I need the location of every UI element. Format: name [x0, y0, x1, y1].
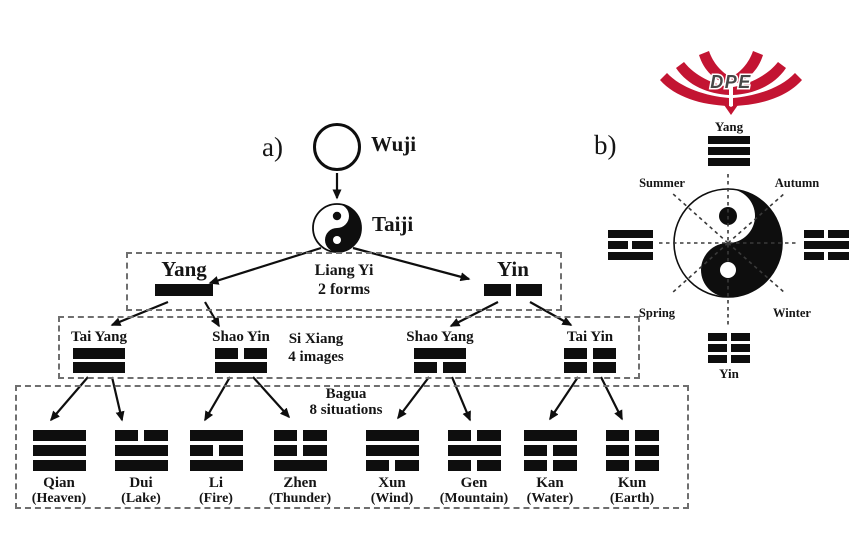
taiji-symbol-a	[312, 203, 362, 253]
dui-name: Dui	[129, 475, 153, 491]
node-yin-label: Yin	[497, 257, 529, 281]
yin-line-symbol	[484, 284, 542, 296]
tai-yang-digram	[73, 348, 125, 373]
open-book-icon	[660, 51, 802, 115]
shao-yin-digram	[215, 348, 267, 373]
node-tai-yang: Tai Yang	[54, 329, 144, 376]
liang-yi-title: Liang Yi 2 forms	[315, 261, 374, 299]
season-winter: Winter	[773, 306, 811, 320]
xun-trigram	[365, 430, 419, 471]
si-xiang-title-line1: Si Xiang	[288, 331, 344, 347]
bagua-title: Bagua 8 situations	[310, 386, 383, 418]
tai-yin-digram	[564, 348, 616, 373]
node-tai-yin: Tai Yin	[545, 329, 635, 376]
season-guide-lines	[659, 174, 799, 328]
node-kun: Kun (Earth)	[582, 428, 682, 507]
node-shao-yin-label: Shao Yin	[212, 329, 270, 345]
season-summer: Summer	[639, 176, 685, 190]
node-b-left	[600, 228, 660, 263]
liang-yi-title-line2: 2 forms	[318, 281, 370, 298]
node-shao-yin: Shao Yin	[196, 329, 286, 376]
node-shao-yang: Shao Yang	[392, 329, 488, 376]
node-shao-yang-label: Shao Yang	[406, 329, 474, 345]
yang-line-symbol	[155, 284, 213, 296]
li-nature: (Fire)	[199, 491, 233, 506]
season-autumn: Autumn	[774, 176, 820, 190]
b-yin-label: Yin	[719, 366, 739, 381]
kan-trigram	[523, 430, 577, 471]
node-zhen: Zhen (Thunder)	[245, 428, 355, 507]
logo-text: DPE	[710, 72, 752, 92]
node-gen: Gen (Mountain)	[419, 428, 529, 507]
zhen-name: Zhen	[283, 475, 317, 491]
bagua-title-line1: Bagua	[325, 386, 367, 402]
kun-nature: (Earth)	[609, 491, 655, 506]
node-kan: Kan (Water)	[500, 428, 600, 507]
taiji-label: Taiji	[372, 212, 414, 236]
node-b-yang: Yang	[699, 119, 759, 169]
node-dui: Dui (Lake)	[91, 428, 191, 507]
kan-name: Kan	[536, 475, 564, 491]
wuji-circle	[313, 123, 361, 171]
zhen-nature: (Thunder)	[268, 491, 332, 506]
bagua-box	[15, 385, 689, 509]
panel-a-label: a)	[262, 132, 283, 162]
node-qian: Qian (Heaven)	[9, 428, 109, 507]
qian-trigram	[32, 430, 86, 471]
qian-nature: (Heaven)	[31, 491, 87, 506]
wuji-label: Wuji	[371, 132, 417, 156]
liang-yi-box	[126, 252, 562, 311]
node-b-right	[796, 228, 850, 263]
gen-nature: (Mountain)	[439, 491, 509, 506]
b-yang-label: Yang	[714, 119, 744, 134]
xun-nature: (Wind)	[370, 491, 414, 506]
node-xun: Xun (Wind)	[342, 428, 442, 507]
shao-yang-digram	[414, 348, 466, 373]
xun-name: Xun	[378, 475, 406, 491]
zhen-trigram	[273, 430, 327, 471]
b-right-trigram	[803, 230, 849, 260]
kan-nature: (Water)	[526, 491, 574, 506]
li-name: Li	[208, 475, 224, 491]
node-yang-label: Yang	[161, 257, 207, 281]
node-tai-yang-label: Tai Yang	[70, 329, 127, 345]
b-left-trigram	[607, 230, 653, 260]
season-spring: Spring	[638, 306, 676, 320]
kun-name: Kun	[617, 475, 647, 491]
kun-trigram	[605, 430, 659, 471]
liang-yi-title-line1: Liang Yi	[314, 262, 374, 279]
node-b-yin: Yin	[699, 331, 759, 381]
b-top-trigram	[708, 136, 750, 166]
bagua-title-line2: 8 situations	[309, 402, 383, 418]
dui-nature: (Lake)	[121, 491, 161, 506]
panel-b-label: b)	[594, 130, 617, 160]
b-bottom-trigram	[708, 333, 750, 363]
si-xiang-box	[58, 316, 640, 379]
li-trigram	[189, 430, 243, 471]
node-tai-yin-label: Tai Yin	[566, 329, 614, 345]
gen-trigram	[447, 430, 501, 471]
node-yin: Yin	[468, 257, 558, 296]
si-xiang-title-line2: 4 images	[288, 349, 344, 365]
dui-trigram	[114, 430, 168, 471]
qian-name: Qian	[43, 475, 75, 491]
node-yang: Yang	[139, 257, 229, 296]
taiji-white-dot	[720, 262, 736, 278]
si-xiang-title: Si Xiang 4 images	[288, 330, 343, 366]
node-li: Li (Fire)	[166, 428, 266, 507]
gen-name: Gen	[460, 475, 488, 491]
dpe-logo: DPE	[660, 51, 802, 115]
